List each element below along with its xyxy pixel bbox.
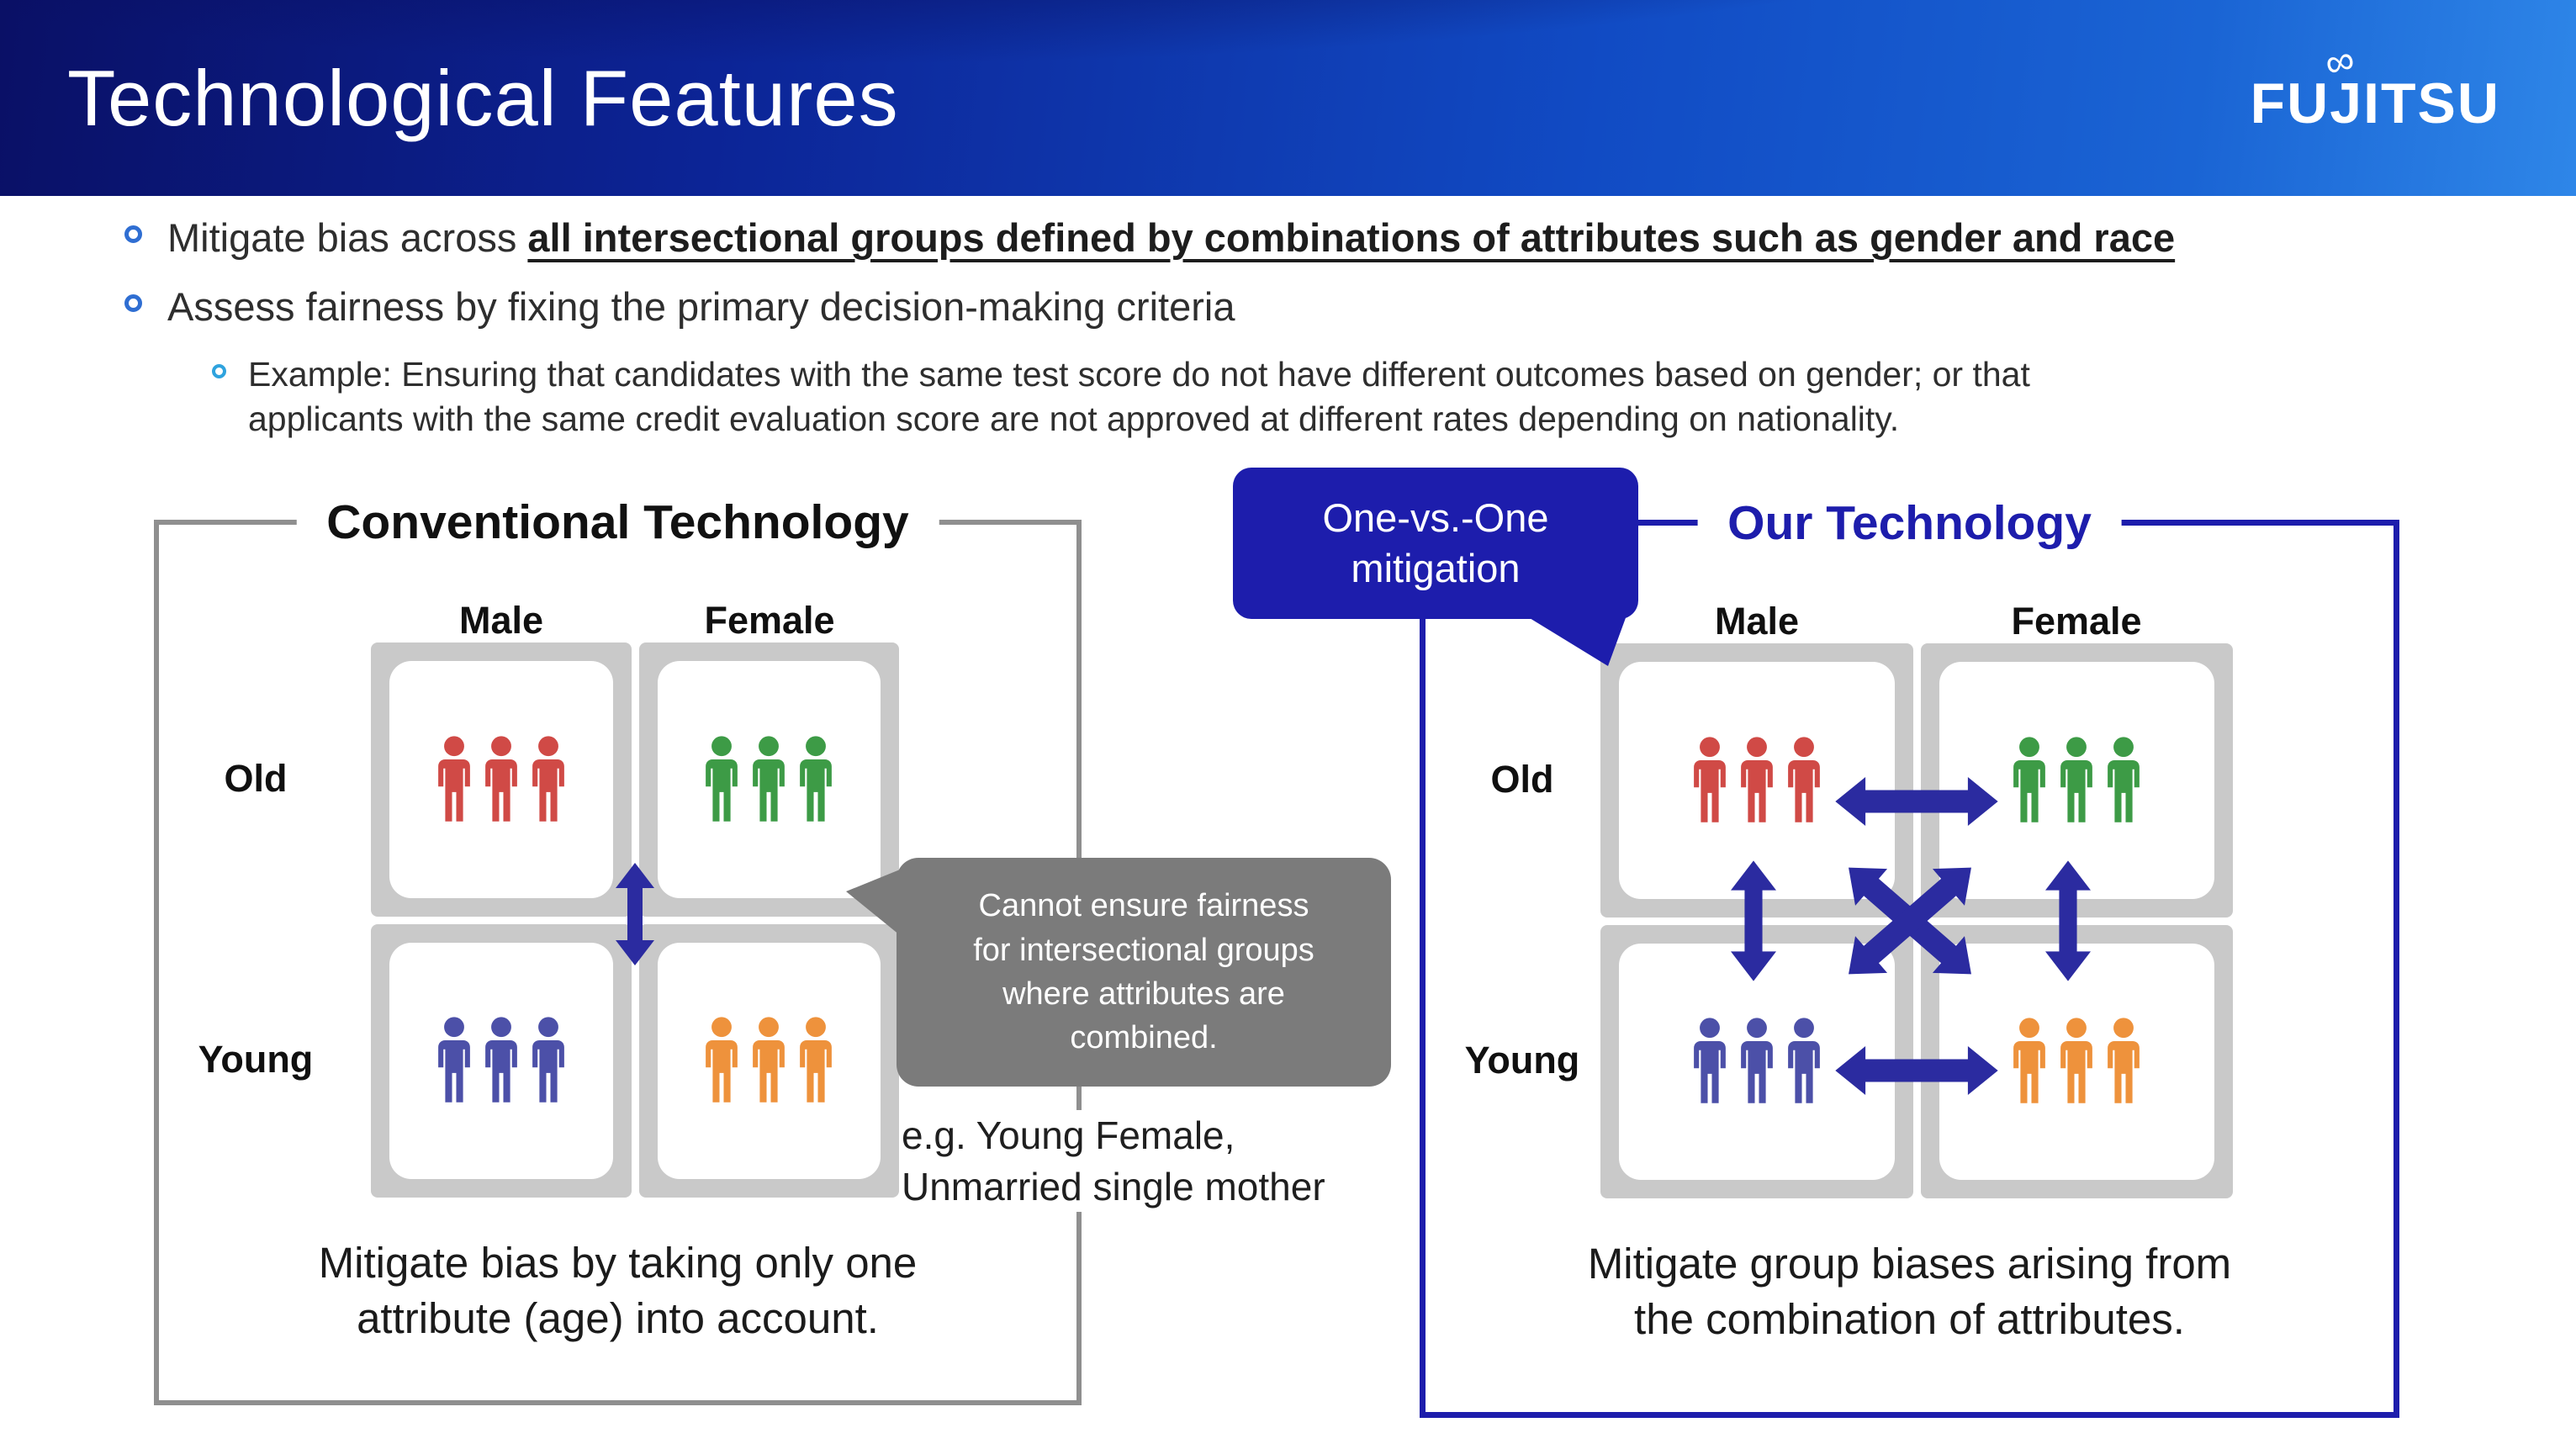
bubble-tail-icon <box>846 870 900 935</box>
conventional-panel-title: Conventional Technology <box>296 496 939 549</box>
person-icon <box>706 1017 738 1103</box>
our-panel-title: Our Technology <box>1697 497 2122 550</box>
person-icon <box>1787 1018 1820 1103</box>
person-icon <box>437 736 470 822</box>
our-column-label-female: Female <box>2011 600 2142 643</box>
conventional-quadrant-grid <box>371 643 899 1198</box>
our-row-label-old: Old <box>1490 758 1554 801</box>
person-icon <box>2013 737 2046 822</box>
young-female-group <box>657 942 881 1179</box>
bubble-line-1: Cannot ensure fairness <box>978 888 1309 924</box>
person-icon <box>484 1017 517 1103</box>
old-male-group <box>1619 662 1895 899</box>
mitigation-arrow-old-row-icon <box>1835 777 1998 826</box>
example-line-2: Unmarried single mother <box>902 1164 1325 1208</box>
cell-old-female <box>638 643 899 917</box>
cell-old-female <box>1920 643 2233 918</box>
bullet-mitigate-bias: Mitigate bias across all intersectional … <box>124 214 2576 261</box>
our-caption-line-1: Mitigate group biases arising from <box>1587 1240 2232 1288</box>
our-caption-line-2: the combination of attributes. <box>1634 1295 2185 1344</box>
cell-old-male <box>1600 643 1913 918</box>
callout-line-1: One-vs.-One <box>1322 494 1549 540</box>
bubble-line-4: combined. <box>1070 1020 1218 1056</box>
mitigation-arrow-young-row-icon <box>1835 1046 1998 1095</box>
fairness-warning-bubble: Cannot ensure fairness for intersectiona… <box>846 858 1391 1087</box>
person-icon <box>800 1017 833 1103</box>
person-icon <box>1787 737 1820 822</box>
person-icon <box>2060 737 2093 822</box>
subbullet-text: Example: Ensuring that candidates with t… <box>248 352 2030 442</box>
bullet-prefix: Mitigate bias across <box>167 215 528 260</box>
young-female-group <box>1939 943 2214 1180</box>
person-icon <box>2013 1018 2046 1103</box>
slide-title: Technological Features <box>67 53 899 142</box>
cell-old-male <box>371 643 632 917</box>
subbullet-example: Example: Ensuring that candidates with t… <box>212 352 2576 442</box>
person-icon <box>2108 1018 2140 1103</box>
subbullet-line-2: applicants with the same credit evaluati… <box>248 399 1900 439</box>
our-column-label-male: Male <box>1714 600 1800 643</box>
header-banner: Technological Features ∞ FUJITSU <box>0 0 2576 196</box>
person-icon <box>753 1017 785 1103</box>
age-mitigation-arrow-icon <box>616 863 654 965</box>
bullet-assess-text: Assess fairness by fixing the primary de… <box>167 284 1235 329</box>
conventional-row-label-old: Old <box>224 757 288 800</box>
conventional-caption-line-1: Mitigate bias by taking only one <box>318 1239 918 1287</box>
bubble-line-3: where attributes are <box>1002 976 1285 1012</box>
cell-young-male <box>371 923 632 1198</box>
example-line-1: e.g. Young Female, <box>902 1113 1235 1157</box>
callout-line-2: mitigation <box>1351 546 1521 590</box>
person-icon <box>532 1017 564 1103</box>
person-icon <box>1740 737 1773 822</box>
mitigation-arrow-female-column-icon <box>2045 860 2091 981</box>
person-icon <box>532 736 564 822</box>
mitigation-arrow-male-column-icon <box>1731 860 1776 981</box>
old-female-group <box>657 661 881 898</box>
subbullet-line-1: Example: Ensuring that candidates with t… <box>248 355 2030 394</box>
callout-tail-icon <box>1526 616 1627 666</box>
subbullet-circle-icon <box>212 364 226 378</box>
conventional-row-label-young: Young <box>198 1038 314 1081</box>
conventional-caption-line-2: attribute (age) into account. <box>357 1294 879 1343</box>
conventional-column-label-male: Male <box>458 599 544 642</box>
old-female-group <box>1939 662 2214 899</box>
person-icon <box>1693 1018 1726 1103</box>
bullet-circle-icon <box>124 294 142 312</box>
bullet-mitigate-text: Mitigate bias across all intersectional … <box>167 214 2175 261</box>
bullet-list: Mitigate bias across all intersectional … <box>0 214 2576 442</box>
our-caption: Mitigate group biases arising from the c… <box>1426 1236 2394 1348</box>
old-male-group <box>389 661 613 898</box>
person-icon <box>706 736 738 822</box>
cell-young-female <box>638 923 899 1198</box>
our-technology-panel: Our Technology Male Female Old Young Mit… <box>1420 497 2399 1418</box>
our-quadrant-grid <box>1600 643 2233 1198</box>
bullet-assess-fairness: Assess fairness by fixing the primary de… <box>124 283 2576 330</box>
person-icon <box>1693 737 1726 822</box>
person-icon <box>2060 1018 2093 1103</box>
bubble-line-2: for intersectional groups <box>973 932 1314 968</box>
our-row-label-young: Young <box>1464 1039 1580 1081</box>
person-icon <box>437 1017 470 1103</box>
person-icon <box>484 736 517 822</box>
person-icon <box>753 736 785 822</box>
person-icon <box>1740 1018 1773 1103</box>
conventional-column-label-female: Female <box>704 599 835 642</box>
bullet-emphasis: all intersectional groups defined by com… <box>527 215 2176 260</box>
person-icon <box>2108 737 2140 822</box>
cell-young-female <box>1920 924 2233 1198</box>
mitigation-arrow-diagonal-icon <box>1849 867 1971 975</box>
bullet-circle-icon <box>124 225 142 243</box>
conventional-caption: Mitigate bias by taking only one attribu… <box>159 1235 1076 1347</box>
fujitsu-logo: ∞ FUJITSU <box>2250 36 2500 136</box>
one-vs-one-callout: One-vs.-One mitigation <box>1233 468 1638 666</box>
intersectional-example-text: e.g. Young Female, Unmarried single moth… <box>902 1110 1332 1213</box>
young-male-group <box>389 942 613 1179</box>
person-icon <box>800 736 833 822</box>
fujitsu-logo-text: FUJITSU <box>2250 71 2500 135</box>
